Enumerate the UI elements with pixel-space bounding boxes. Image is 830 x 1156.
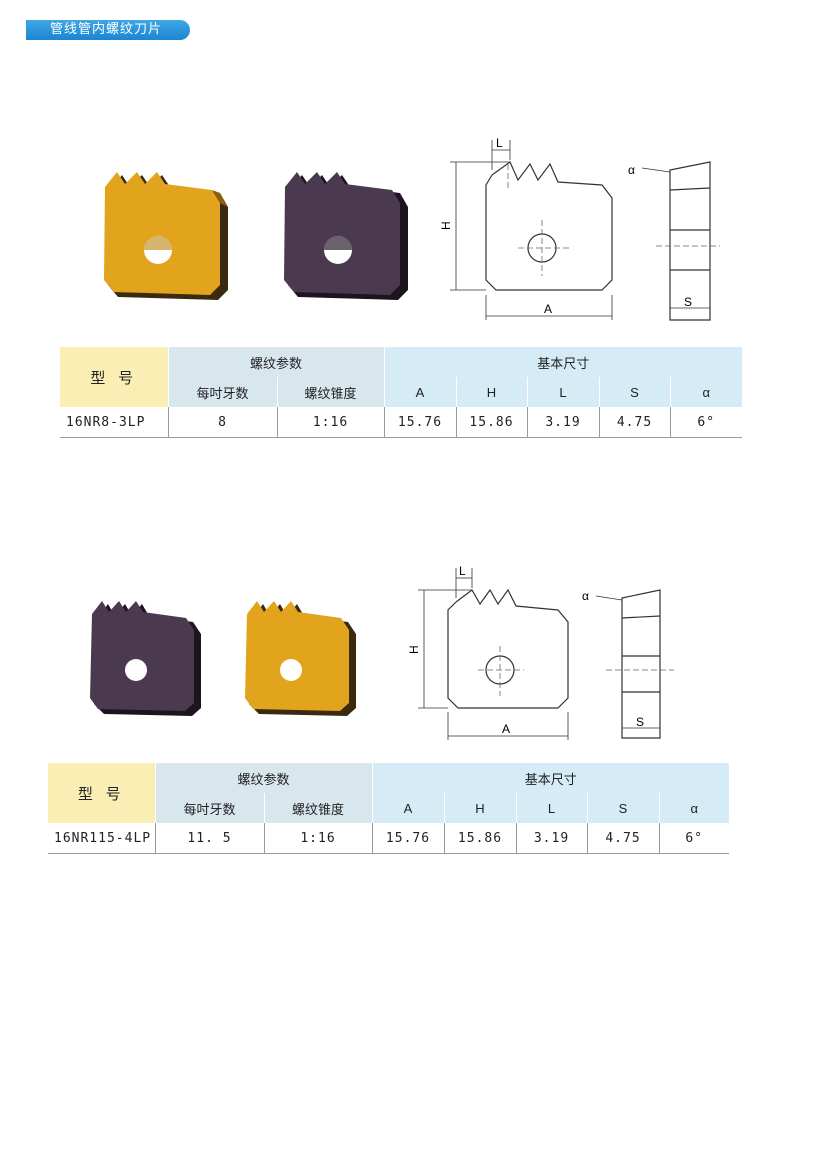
header-A: A bbox=[372, 793, 445, 823]
drawing-label-A: A bbox=[502, 722, 510, 736]
dark-insert-image bbox=[90, 601, 201, 716]
header-row-sub: 每吋牙数 螺纹锥度 A H L S α bbox=[48, 793, 729, 823]
header-H: H bbox=[444, 793, 517, 823]
cell-L: 3.19 bbox=[527, 407, 600, 438]
spec-table-2: 型 号 螺纹参数 基本尺寸 每吋牙数 螺纹锥度 A H L S α 16NR11… bbox=[48, 763, 729, 854]
header-L: L bbox=[527, 377, 600, 407]
cell-taper: 1:16 bbox=[264, 823, 373, 854]
header-basic-dims: 基本尺寸 bbox=[372, 763, 729, 793]
table-row: 16NR8-3LP 8 1:16 15.76 15.86 3.19 4.75 6… bbox=[60, 407, 742, 438]
header-tpi: 每吋牙数 bbox=[168, 377, 278, 407]
header-H: H bbox=[456, 377, 528, 407]
drawing-label-alpha: α bbox=[582, 589, 589, 603]
cell-alpha: 6° bbox=[670, 407, 742, 438]
header-model: 型 号 bbox=[60, 347, 169, 407]
header-row-sub: 每吋牙数 螺纹锥度 A H L S α bbox=[60, 377, 742, 407]
cell-tpi: 11. 5 bbox=[155, 823, 265, 854]
header-alpha: α bbox=[659, 793, 729, 823]
cell-A: 15.76 bbox=[384, 407, 457, 438]
header-tpi: 每吋牙数 bbox=[155, 793, 265, 823]
header-S: S bbox=[587, 793, 660, 823]
insert-drawing-2: L H A α S bbox=[407, 564, 674, 740]
header-L: L bbox=[516, 793, 588, 823]
insert-images-1 bbox=[104, 172, 408, 300]
cell-H: 15.86 bbox=[444, 823, 517, 854]
cell-model: 16NR115-4LP bbox=[48, 823, 156, 854]
cell-model: 16NR8-3LP bbox=[60, 407, 169, 438]
drawing-label-alpha: α bbox=[628, 163, 635, 177]
drawing-label-A: A bbox=[544, 302, 552, 316]
header-taper: 螺纹锥度 bbox=[264, 793, 373, 823]
header-row-top: 型 号 螺纹参数 基本尺寸 bbox=[60, 347, 742, 407]
drawing-label-H: H bbox=[407, 645, 421, 654]
insert-drawing-1: L H A α S bbox=[439, 136, 720, 321]
cell-alpha: 6° bbox=[659, 823, 729, 854]
cell-H: 15.86 bbox=[456, 407, 528, 438]
section-title-tab: 管线管内螺纹刀片 bbox=[26, 20, 190, 40]
cell-taper: 1:16 bbox=[277, 407, 385, 438]
header-thread-params: 螺纹参数 bbox=[155, 763, 373, 793]
cell-tpi: 8 bbox=[168, 407, 278, 438]
spec-table-1: 型 号 螺纹参数 基本尺寸 每吋牙数 螺纹锥度 A H L S α 16NR8-… bbox=[60, 347, 742, 438]
dark-insert-image bbox=[284, 172, 408, 300]
cell-A: 15.76 bbox=[372, 823, 445, 854]
drawing-label-S: S bbox=[636, 715, 644, 729]
header-S: S bbox=[599, 377, 671, 407]
drawing-label-L: L bbox=[459, 564, 466, 578]
table-row: 16NR115-4LP 11. 5 1:16 15.76 15.86 3.19 … bbox=[48, 823, 729, 854]
header-thread-params: 螺纹参数 bbox=[168, 347, 385, 377]
header-model: 型 号 bbox=[48, 763, 156, 823]
cell-S: 4.75 bbox=[599, 407, 671, 438]
gold-insert-image bbox=[104, 172, 228, 300]
gold-insert-image bbox=[245, 601, 356, 716]
header-alpha: α bbox=[670, 377, 742, 407]
cell-L: 3.19 bbox=[516, 823, 588, 854]
insert-images-2 bbox=[90, 601, 356, 716]
header-taper: 螺纹锥度 bbox=[277, 377, 385, 407]
drawing-label-L: L bbox=[496, 136, 503, 150]
drawing-label-S: S bbox=[684, 295, 692, 309]
header-basic-dims: 基本尺寸 bbox=[384, 347, 742, 377]
section-title: 管线管内螺纹刀片 bbox=[50, 22, 163, 37]
cell-S: 4.75 bbox=[587, 823, 660, 854]
header-row-top: 型 号 螺纹参数 基本尺寸 bbox=[48, 763, 729, 823]
drawing-label-H: H bbox=[439, 221, 453, 230]
header-A: A bbox=[384, 377, 457, 407]
